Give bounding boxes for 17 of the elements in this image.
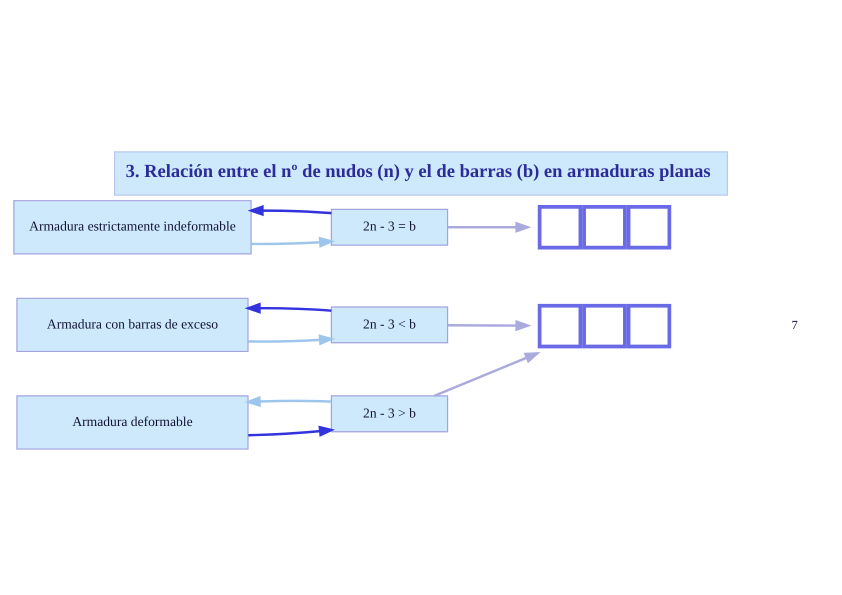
arrow [248, 204, 332, 216]
arrow [434, 351, 541, 397]
node-box: 2n - 3 > b [330, 394, 448, 432]
arrow [244, 302, 332, 314]
arrow [448, 221, 532, 232]
label: 7 [792, 318, 798, 332]
arrow [248, 425, 335, 436]
node-box: Armadura con barras de exceso [16, 297, 249, 352]
node-box: 2n - 3 = b [330, 208, 448, 246]
arrow [251, 236, 336, 248]
node-box: 2n - 3 < b [330, 306, 448, 343]
arrow [248, 334, 335, 346]
node-box: Armadura estrictamente indeformable [13, 200, 252, 254]
arrow [448, 319, 532, 331]
node-box: Armadura deformable [16, 394, 249, 450]
arrow [244, 395, 332, 407]
diagram-title: 3. Relación entre el nº de nudos (n) y el de barras (b) en armaduras planas [126, 160, 711, 182]
